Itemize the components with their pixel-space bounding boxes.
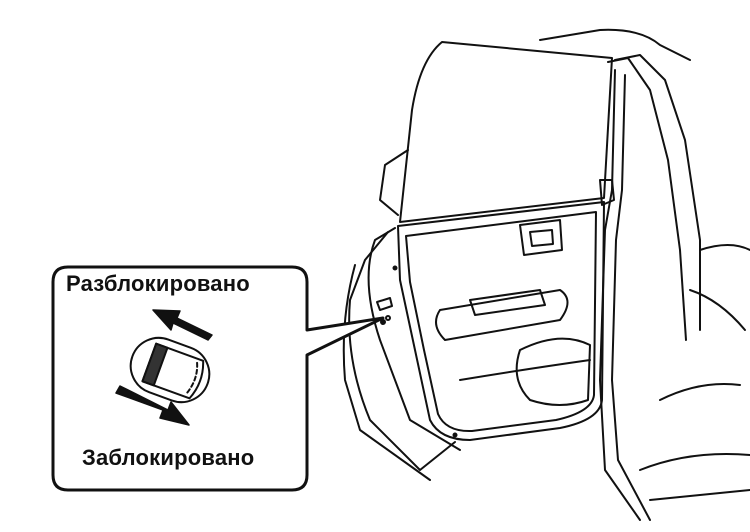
locked-label: Заблокировано [82,445,255,470]
child-lock-lever [129,336,211,404]
door-window [379,41,613,223]
car-body [539,28,750,521]
door-shell-edge [342,227,461,481]
lock-arrow-icon [115,385,190,426]
callout-box [51,265,385,492]
unlocked-label: Разблокировано [66,271,250,296]
unlock-arrow-icon [152,309,213,341]
door-panel [397,201,605,441]
